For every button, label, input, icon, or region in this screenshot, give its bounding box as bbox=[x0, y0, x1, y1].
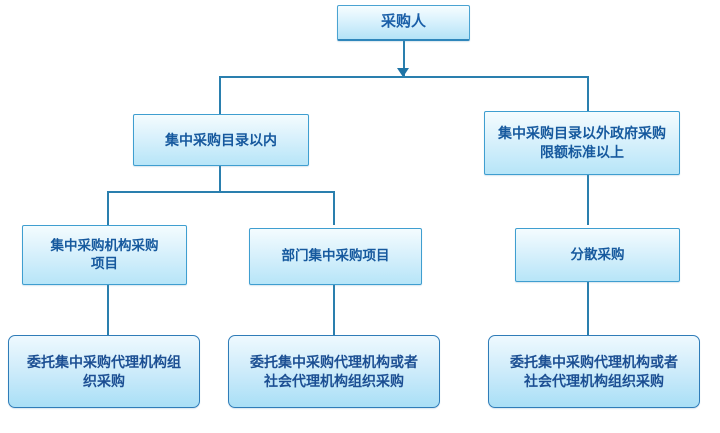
connector-level4-right-down bbox=[587, 282, 589, 335]
node-outside-catalog-above-threshold[interactable]: 集中采购目录以外政府采购 限额标准以上 bbox=[484, 111, 680, 175]
connector-level2-left-down bbox=[219, 166, 221, 192]
connector-level2-left-drop bbox=[219, 76, 221, 115]
node-outside-catalog-above-threshold-label: 集中采购目录以外政府采购 限额标准以上 bbox=[498, 125, 666, 160]
connector-level3-bar bbox=[107, 191, 335, 193]
node-root-purchaser-label: 采购人 bbox=[380, 13, 426, 31]
node-centralized-agency-project-label: 集中采购机构采购 项目 bbox=[50, 237, 159, 271]
node-entrust-centralized-agency-label: 委托集中采购代理机构组 织采购 bbox=[27, 353, 181, 389]
node-within-catalog[interactable]: 集中采购目录以内 bbox=[133, 114, 309, 166]
connector-level3-left-drop bbox=[107, 191, 109, 225]
node-department-centralized-project-label: 部门集中采购项目 bbox=[281, 248, 390, 264]
arrow-head-icon bbox=[397, 68, 409, 77]
connector-level4-left-down bbox=[107, 285, 109, 335]
connector-root-down bbox=[403, 41, 405, 77]
node-root-purchaser[interactable]: 采购人 bbox=[337, 5, 470, 41]
connector-level4-middle-down bbox=[333, 285, 335, 335]
node-centralized-agency-project[interactable]: 集中采购机构采购 项目 bbox=[22, 225, 187, 285]
node-entrust-centralized-or-social-agency-middle[interactable]: 委托集中采购代理机构或者 社会代理机构组织采购 bbox=[228, 335, 440, 408]
connector-level3-right-down bbox=[587, 175, 589, 225]
node-department-centralized-project[interactable]: 部门集中采购项目 bbox=[249, 228, 422, 285]
node-entrust-centralized-or-social-agency-right[interactable]: 委托集中采购代理机构或者 社会代理机构组织采购 bbox=[488, 335, 700, 408]
node-within-catalog-label: 集中采购目录以内 bbox=[165, 131, 277, 148]
node-entrust-centralized-agency[interactable]: 委托集中采购代理机构组 织采购 bbox=[8, 335, 200, 408]
connector-level2-right-drop bbox=[587, 76, 589, 115]
node-entrust-centralized-or-social-agency-right-label: 委托集中采购代理机构或者 社会代理机构组织采购 bbox=[510, 353, 678, 389]
node-entrust-centralized-or-social-agency-middle-label: 委托集中采购代理机构或者 社会代理机构组织采购 bbox=[250, 353, 418, 389]
connector-level2-bar bbox=[219, 76, 589, 78]
node-decentralized-procurement[interactable]: 分散采购 bbox=[515, 228, 680, 282]
node-decentralized-procurement-label: 分散采购 bbox=[570, 246, 625, 262]
connector-level3-middle-drop bbox=[333, 191, 335, 225]
